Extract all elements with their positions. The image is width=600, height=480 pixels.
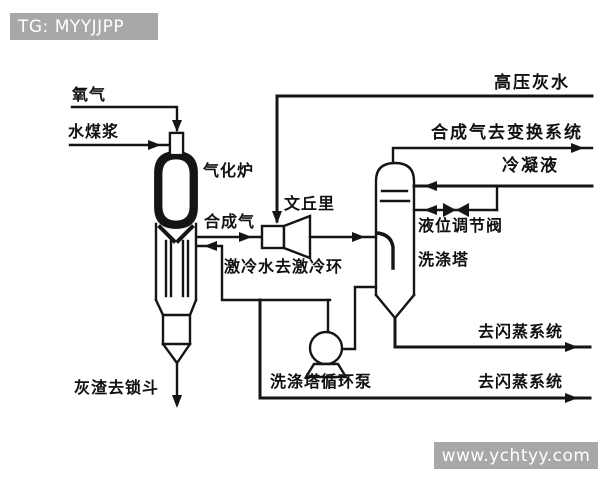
dip-tube: [375, 231, 395, 270]
hp-grey-water-pipe: [272, 94, 594, 224]
scrubber-tower: [374, 161, 416, 320]
slurry-pipe: [68, 140, 170, 150]
label-hp-grey-water: 高压灰水: [494, 73, 570, 93]
condensate-pipe: [412, 181, 594, 217]
arrow-left-icon: [424, 181, 437, 191]
label-to-flash-2: 去闪蒸系统: [478, 372, 564, 391]
arrow-down-icon: [172, 120, 182, 132]
pump-discharge-pipe: [195, 241, 332, 334]
slag-pipe: [172, 361, 182, 408]
refractory-wall-hatch: [154, 151, 198, 229]
venturi-outlet-pipe: [308, 232, 378, 242]
label-coal-water-slurry: 水煤浆: [68, 122, 120, 141]
watermark-tag: TG: MYYJJPP: [10, 13, 158, 40]
arrow-right-icon: [352, 232, 365, 242]
arrow-left-icon: [424, 205, 437, 215]
flash-system-pipe-2: [258, 298, 592, 403]
label-slag-to-lockhopper: 灰渣去锁斗: [74, 378, 160, 397]
syngas-pipe: [195, 232, 264, 242]
oxygen-pipe: [70, 105, 182, 132]
label-level-control-valve: 液位调节阀: [418, 216, 504, 235]
label-oxygen: 氧气: [72, 85, 107, 104]
label-venturi: 文丘里: [284, 194, 336, 213]
venturi-icon: [260, 214, 312, 260]
label-quench-water: 激冷水去激冷环: [224, 257, 344, 276]
arrow-down-icon: [172, 395, 182, 408]
arrow-left-icon: [204, 241, 217, 251]
label-syngas-to-shift: 合成气去变换系统: [431, 123, 583, 143]
label-condensate: 冷凝液: [502, 156, 559, 176]
arrow-right-icon: [565, 342, 578, 352]
arrow-down-icon: [272, 211, 282, 224]
level-control-valve-icon: [443, 203, 469, 217]
label-scrubber: 洗涤塔: [418, 250, 470, 269]
circulation-pump-icon: [303, 330, 349, 379]
arrow-right-icon: [565, 393, 578, 403]
label-circulation-pump: 洗涤塔循环泵: [270, 372, 373, 391]
arrow-right-icon: [239, 232, 252, 242]
gasifier-bottom: [154, 298, 198, 366]
arrow-right-icon: [571, 143, 584, 153]
label-syngas: 合成气: [204, 212, 256, 231]
arrow-right-icon: [148, 140, 161, 150]
watermark-url: www.ychtyy.com: [434, 442, 598, 469]
scrubber-bottoms-pipe: [393, 316, 592, 352]
label-to-flash-1: 去闪蒸系统: [478, 322, 564, 341]
gasifier-vessel: [154, 131, 198, 229]
gasifier-quench-section: [154, 222, 198, 302]
syngas-to-shift-pipe: [391, 143, 594, 165]
label-gasifier: 气化炉: [203, 161, 255, 180]
